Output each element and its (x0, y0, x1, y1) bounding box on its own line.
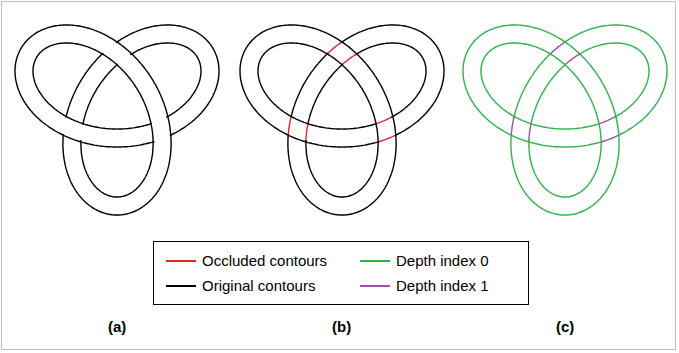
knot-contour (33, 43, 153, 197)
legend-text: Depth index 0 (396, 252, 489, 270)
knot-contour (291, 53, 328, 118)
knot-contour (550, 42, 566, 55)
knot-contour (565, 54, 580, 65)
knot-contour (578, 43, 649, 117)
legend-text: Occluded contours (202, 252, 327, 270)
legend-samples (154, 242, 530, 306)
knot-contour (342, 142, 379, 148)
knot-contour (565, 142, 602, 148)
legend-sample-line (360, 260, 390, 262)
panel-label: (c) (556, 318, 574, 336)
knot-contour (463, 25, 619, 215)
knot-contour (599, 117, 616, 124)
knot-contour (342, 54, 357, 65)
knot-contour (529, 123, 531, 141)
knot-contour (130, 43, 201, 117)
legend-text: Original contours (202, 277, 315, 295)
knot-contour (240, 25, 396, 215)
knot-contour (258, 43, 378, 197)
knot-contour (306, 123, 308, 141)
panel-label: (a) (108, 318, 126, 336)
knot-contour (514, 53, 551, 118)
knot-depth (463, 25, 667, 215)
knot-contour (15, 25, 171, 215)
knot-contour (601, 135, 620, 142)
knot-original (15, 25, 219, 215)
knot-contour (66, 53, 103, 118)
knot-contour (117, 123, 152, 129)
legend-sample-line (166, 260, 196, 262)
knot-contour (288, 116, 291, 136)
knot-contour (378, 135, 397, 142)
knot-contour (355, 43, 426, 117)
legend-text: Depth index 1 (396, 277, 489, 295)
legend-sample-line (360, 285, 390, 287)
knot-contour (117, 142, 154, 148)
knot-contour (376, 117, 393, 124)
knot-contour (342, 123, 377, 129)
knot-contour (531, 64, 566, 125)
legend-sample-line (166, 285, 196, 287)
knot-contour (83, 64, 118, 125)
knot-occluded (240, 25, 444, 215)
knot-contour (481, 43, 601, 197)
knot-contour (327, 42, 343, 55)
knot-contour (308, 64, 343, 125)
knot-contour (511, 116, 514, 136)
panel-label: (b) (332, 318, 351, 336)
knot-contour (565, 123, 600, 129)
legend-box: Occluded contoursOriginal contours Depth … (153, 241, 529, 305)
